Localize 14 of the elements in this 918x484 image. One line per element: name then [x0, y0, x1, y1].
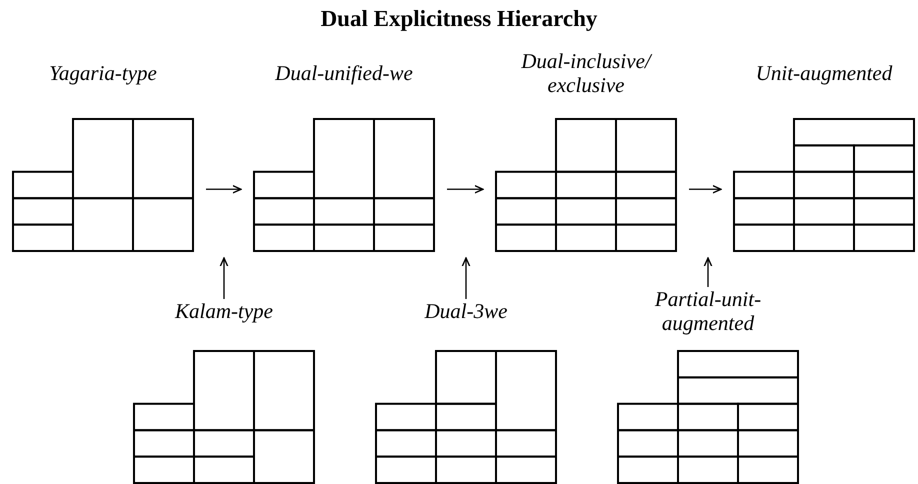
type-label: Unit-augmented	[754, 61, 894, 85]
title: Dual Explicitness Hierarchy	[320, 6, 598, 32]
type-label: Dual-3we	[424, 299, 508, 323]
arrow	[689, 184, 722, 194]
arrow	[220, 257, 228, 299]
arrow	[447, 184, 484, 194]
arrow	[704, 257, 712, 287]
arrow	[462, 257, 470, 299]
type-label: Dual-unified-we	[274, 61, 414, 85]
arrow	[206, 184, 242, 194]
type-label: Kalam-type	[174, 299, 274, 323]
type-label: Partial-unit-augmented	[654, 287, 762, 335]
type-label: Dual-inclusive/ exclusive	[520, 49, 654, 97]
type-label: Yagaria-type	[48, 61, 158, 85]
